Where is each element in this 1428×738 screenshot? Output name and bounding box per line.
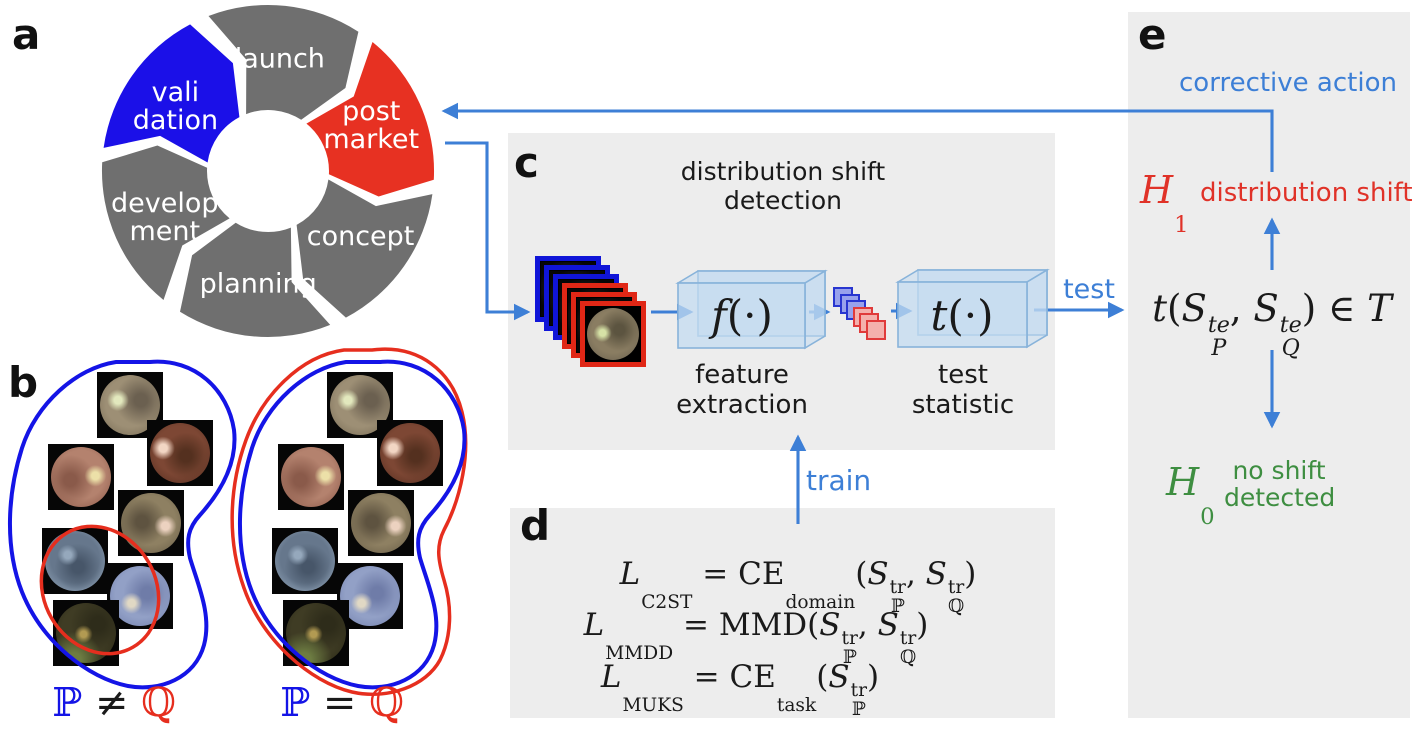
panel-d-label: d [520,501,551,550]
math-token: MMD [718,607,808,643]
panel-c-title: distribution shift detection [680,157,886,215]
caption-line: no shift [1232,456,1326,485]
panel-a-label: a [12,10,41,59]
fundus-photo [281,447,341,507]
h1-text: distribution shift [1200,178,1413,208]
math-token: ℙ [280,680,311,726]
panel-b-label: b [8,358,39,407]
panel-d-background [510,508,1055,718]
corrective-action-label: corrective action [1179,68,1397,98]
fundus-image-right-fundus-bluegray [272,528,338,594]
fundus-image-left-fundus-bluegray [42,528,108,594]
fundus-image-left-fundus-redbrown [147,420,213,486]
caption-p-neq-q: ℙ ≠ ℚ [44,680,184,726]
caption-line: extraction [676,390,808,420]
caption-line: test [938,360,988,390]
feature-map-red [865,319,886,340]
math-token: ℙ [52,680,83,726]
fundus-image-right-fundus-darkolive [283,600,349,666]
fundus-photo [286,603,346,663]
feature-function-label: f(·) [692,291,792,340]
math-token: t [930,291,948,340]
fundus-image-left-fundus-darkolive [53,600,119,666]
fundus-photo [380,423,440,483]
fundus-photo [275,531,335,591]
caption-line: detected [1224,483,1336,512]
math-token: f [711,291,727,340]
fundus-photo-front [587,308,639,360]
fundus-photo [56,603,116,663]
test-function-label: t(·) [912,291,1012,340]
math-token: ℚ [369,680,404,726]
math-token: = [310,680,370,726]
fundus-photo [340,566,400,626]
math-token: ) [866,659,880,695]
fundus-photo [150,423,210,483]
math-token: t [1152,287,1168,330]
math-token: ≠ [82,680,142,726]
fundus-photo [121,493,181,553]
math-token: = [673,607,719,643]
fundus-image-right-fundus-redbrown [377,420,443,486]
math-token: ) [916,607,929,643]
fundus-photo [51,447,111,507]
input-image-frame-red [580,301,646,367]
panel-c-label: c [514,138,539,187]
panel-e-label: e [1138,10,1167,59]
math-token: = [692,556,739,592]
fundus-image-right-fundus-olive [348,490,414,556]
math-token: ) [964,556,977,592]
fundus-image-left-fundus-olive [118,490,184,556]
math-token: , [905,556,926,592]
test-arrow-label: test [1063,274,1115,305]
train-arrow-label: train [806,464,872,497]
math-token: ℚ [141,680,176,726]
caption-line: feature [695,360,789,390]
fundus-photo [351,493,411,553]
math-token: , [1229,287,1254,330]
math-token: ( [816,659,829,695]
caption-p-eq-q: ℙ = ℚ [272,680,412,726]
fundus-photo [110,566,170,626]
fundus-photo [45,531,105,591]
math-token: ( [1167,287,1182,330]
caption-line: statistic [911,390,1015,420]
math-token: = [683,659,730,695]
math-token: , [857,607,878,643]
math-token: ( [807,607,820,643]
math-token: ) ∈ [1301,287,1368,330]
math-token: (·) [726,291,773,340]
math-token: ( [855,556,868,592]
math-token: T [1367,287,1392,330]
fundus-image-right-fundus-pink [278,444,344,510]
fundus-image-left-fundus-pink [48,444,114,510]
math-token: (·) [947,291,994,340]
